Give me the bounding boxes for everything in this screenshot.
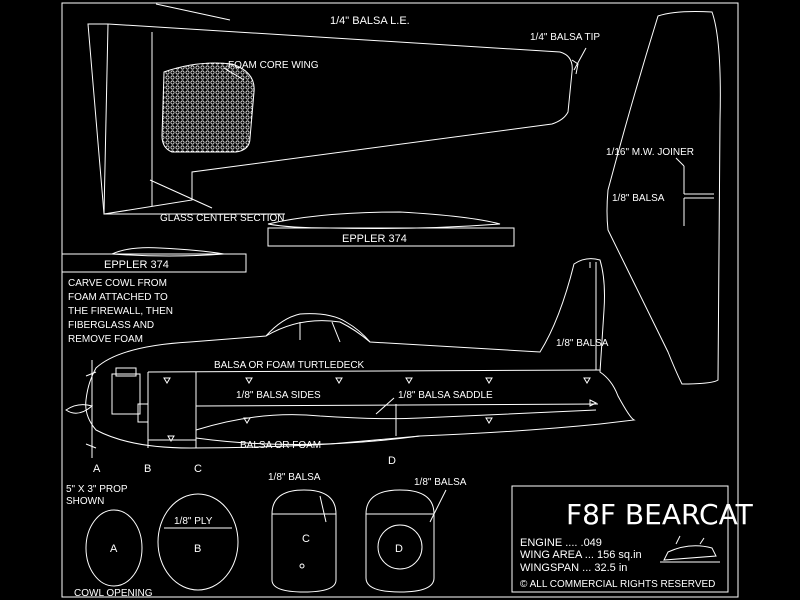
carve-cowl-line3: THE FIREWALL, THEN (68, 306, 173, 317)
section-d (365, 489, 447, 593)
wing-area-spec: WING AREA ... 156 sq.in (520, 549, 642, 561)
carve-cowl-line2: FOAM ATTACHED TO (68, 292, 168, 303)
carve-cowl-line1: CARVE COWL FROM (68, 278, 167, 289)
station-d-label: D (388, 455, 396, 467)
sides-label: 1/8" BALSA SIDES (236, 390, 321, 401)
station-b-label: B (144, 463, 151, 475)
title-block (511, 485, 729, 593)
title: F8F BEARCAT (566, 498, 754, 531)
balsa-le-label: 1/4" BALSA L.E. (330, 15, 410, 27)
rights-reserved: © ALL COMMERCIAL RIGHTS RESERVED (520, 579, 715, 590)
eppler-left-label: EPPLER 374 (104, 259, 169, 271)
aircraft-logo (660, 535, 720, 563)
section-a-label: A (110, 543, 118, 555)
prop-label-line1: 5" X 3" PROP (66, 484, 128, 495)
section-c (271, 489, 337, 593)
airfoil-right (267, 211, 515, 247)
eppler-right-label: EPPLER 374 (342, 233, 407, 245)
engine-and-prop (65, 360, 149, 458)
ply-label: 1/8" PLY (174, 516, 213, 527)
tail-balsa-label: 1/8" BALSA (612, 193, 665, 204)
section-d-label: D (395, 543, 403, 555)
fuselage-side (85, 258, 636, 449)
foam-core-wing-label: FOAM CORE WING (228, 60, 319, 71)
cowl-opening-label: COWL OPENING (74, 588, 153, 599)
glass-center-section-label: GLASS CENTER SECTION (160, 213, 284, 224)
fin-balsa-label: 1/8" BALSA (556, 338, 609, 349)
prop-label-line2: SHOWN (66, 496, 104, 507)
mw-joiner-label: 1/16" M.W. JOINER (606, 147, 694, 158)
drawing-border (61, 2, 739, 598)
station-a-label: A (93, 463, 101, 475)
carve-cowl-line4: FIBERGLASS AND (68, 320, 154, 331)
foam-core-hatch (161, 62, 255, 153)
airfoil-left (61, 247, 247, 273)
section-b-label: B (194, 543, 201, 555)
balsa-tip-label: 1/4" BALSA TIP (530, 32, 600, 43)
station-c-label: C (194, 463, 202, 475)
section-b (157, 493, 239, 591)
station-triangles (163, 377, 598, 442)
carve-cowl-line5: REMOVE FOAM (68, 334, 143, 345)
section-d-balsa-label: 1/8" BALSA (414, 477, 467, 488)
engine-spec: ENGINE .... .049 (520, 537, 602, 549)
section-a (85, 509, 143, 587)
wingspan-spec: WINGSPAN ... 32.5 in (520, 562, 627, 574)
balsa-or-foam-label: BALSA OR FOAM (240, 440, 321, 451)
turtledeck-label: BALSA OR FOAM TURTLEDECK (214, 360, 365, 371)
section-c-balsa-label: 1/8" BALSA (268, 472, 321, 483)
saddle-label: 1/8" BALSA SADDLE (398, 390, 493, 401)
horizontal-tail (606, 11, 721, 385)
wing-panel (87, 3, 587, 215)
section-c-label: C (302, 533, 310, 545)
